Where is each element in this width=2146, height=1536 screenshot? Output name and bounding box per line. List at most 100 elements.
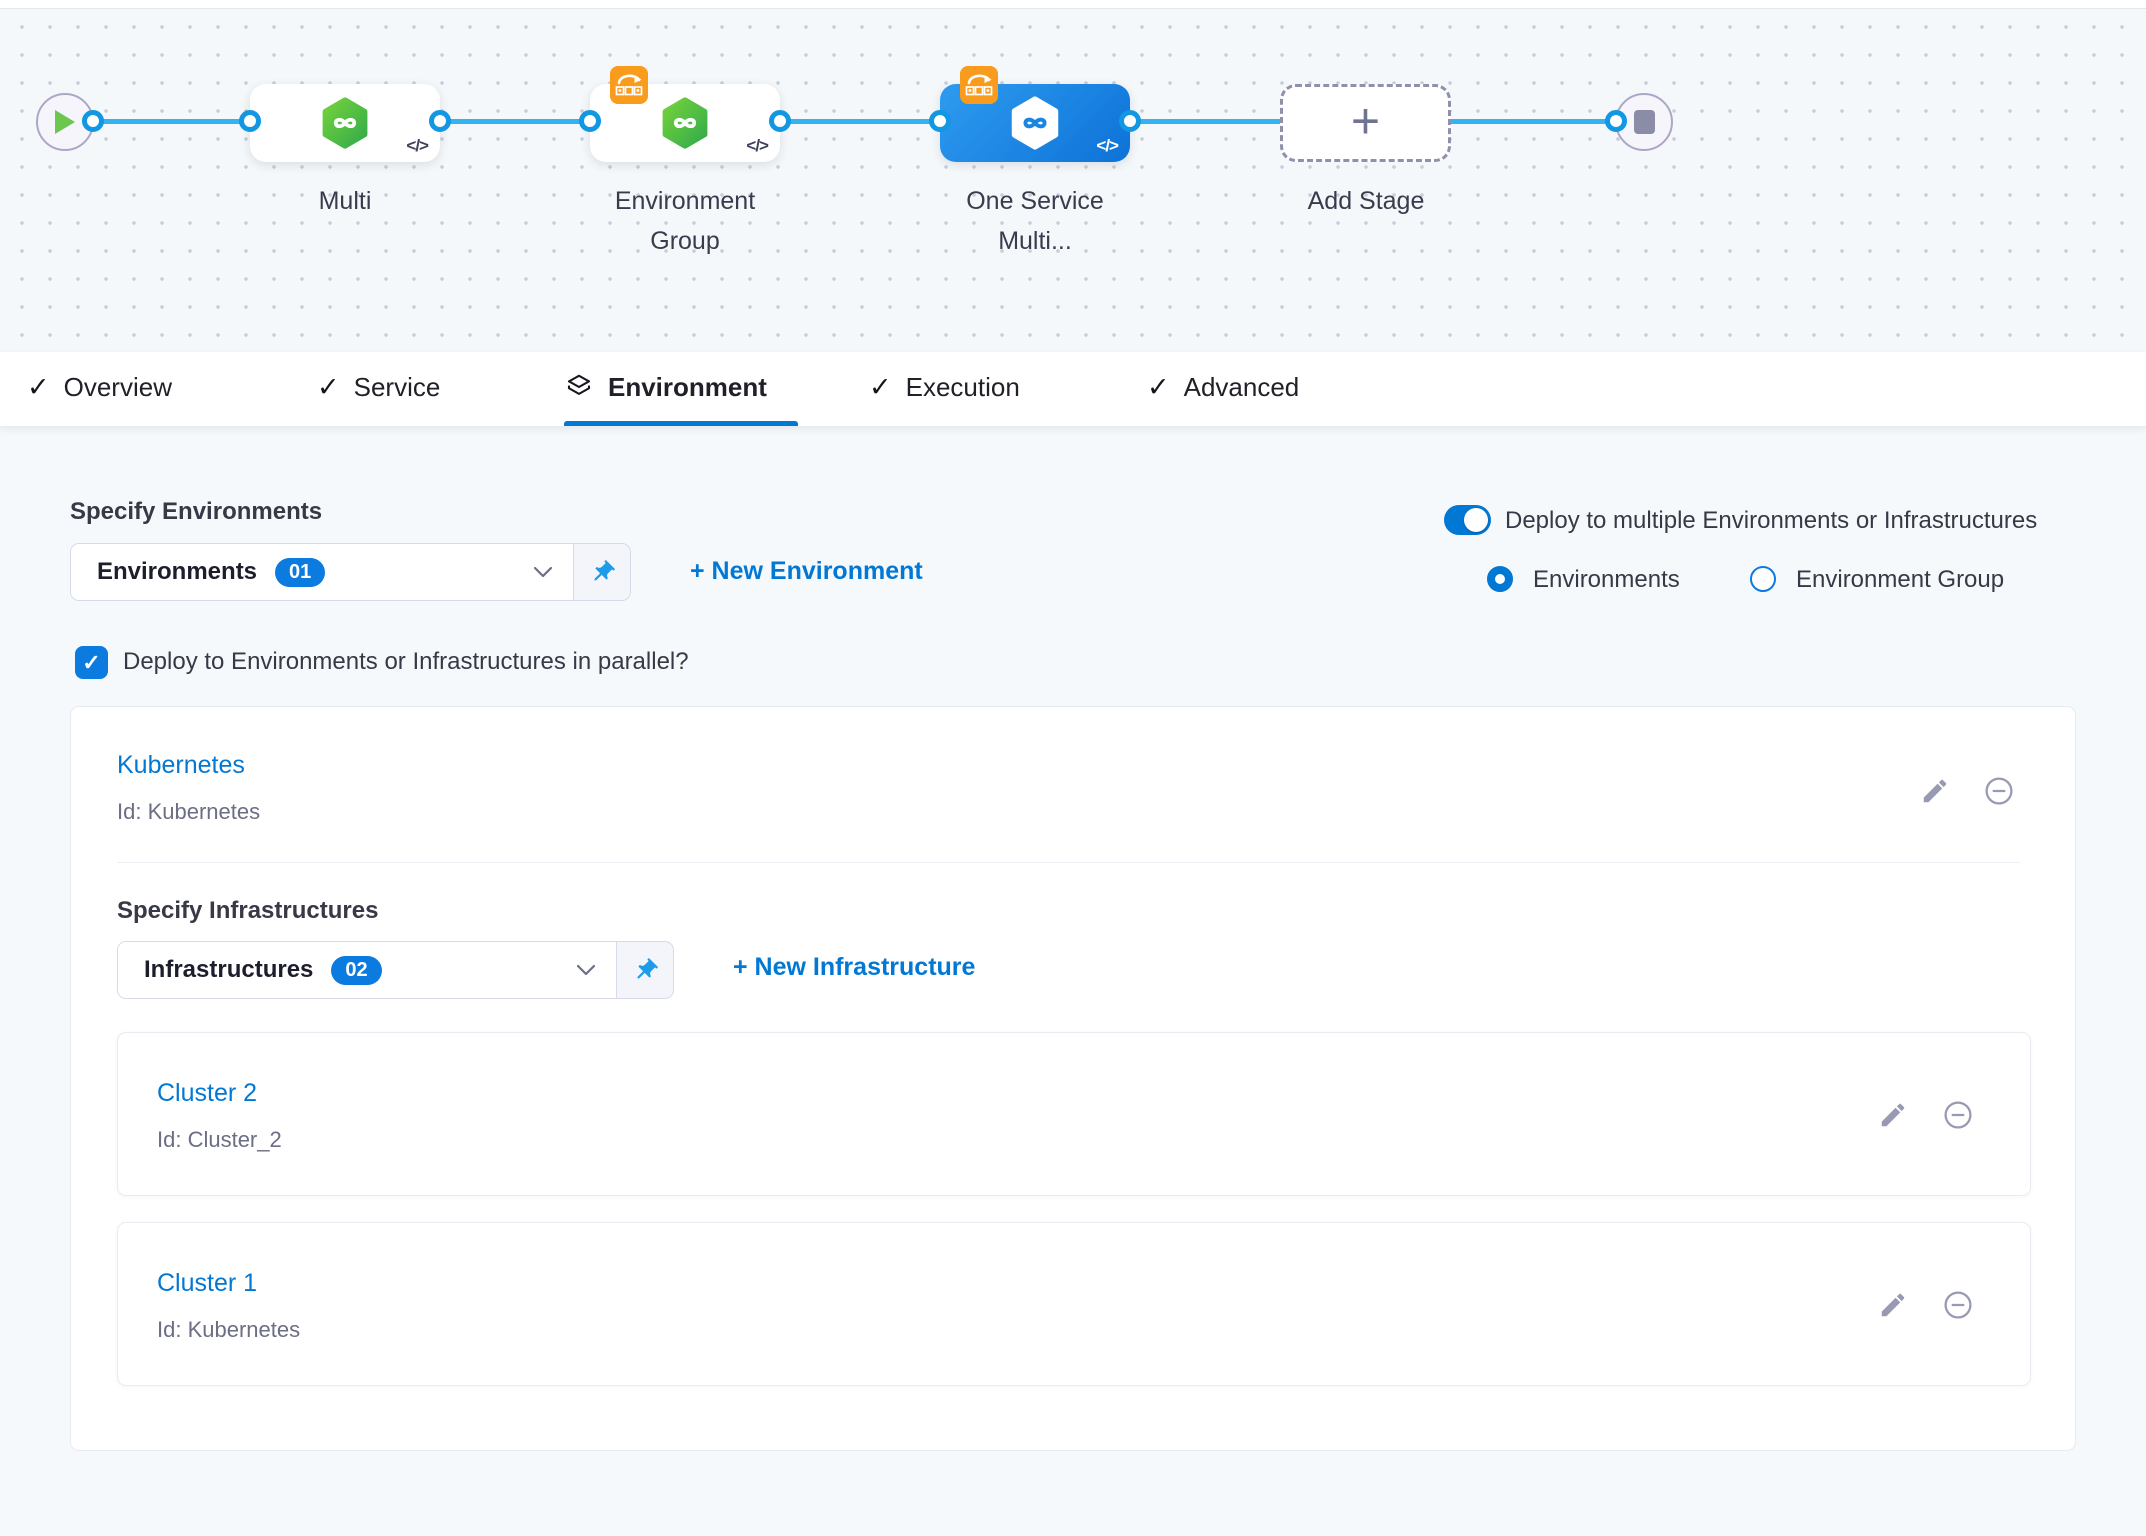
stage-node-label: Environment Group [614,187,756,255]
tab-label: Environment [608,371,767,402]
environment-card: Kubernetes Id: Kubernetes Specify Infras… [70,706,2076,1451]
specify-infrastructures-label: Specify Infrastructures [117,897,379,924]
check-icon: ✓ [1147,371,1170,402]
radio-environment-group-label: Environment Group [1796,566,2005,593]
plus-icon: + [1350,92,1381,149]
specify-environments-label: Specify Environments [70,498,323,525]
infrastructure-card: Cluster 2 Id: Cluster_2 [117,1032,2031,1196]
tab-overview[interactable]: ✓ Overview [27,352,172,422]
stage-node-one-service-multi[interactable]: </> [940,66,1130,162]
code-icon[interactable]: </> [406,136,429,155]
divider [117,862,2020,863]
radio-environments-label: Environments [1533,566,1680,593]
deploy-parallel-checkbox[interactable]: ✓ [75,646,108,679]
add-stage-button[interactable]: + [1280,84,1451,162]
node-port[interactable] [579,110,601,132]
environments-select-group: Environments 01 [70,543,631,601]
node-port[interactable] [239,110,261,132]
stage-node-label: Multi [318,187,372,215]
play-icon [55,110,75,134]
stage-node-label: Add Stage [1307,187,1425,215]
pencil-icon [1923,779,1947,803]
tab-label: Execution [905,371,1020,402]
stage-node-label: One Service Multi... [966,187,1104,255]
pencil-icon [1881,1293,1905,1317]
tab-label: Advanced [1183,371,1300,402]
edit-infrastructure-button[interactable] [1876,1288,1910,1322]
remove-infrastructure-button[interactable] [1941,1288,1975,1322]
infrastructure-id: Id: Cluster_2 [157,1127,282,1152]
rolling-deployment-icon [610,66,648,104]
node-port[interactable] [929,110,951,132]
environment-icon [567,374,591,395]
pin-infrastructures-button[interactable] [617,942,673,998]
pin-environments-button[interactable] [574,544,630,600]
radio-environment-group[interactable] [1750,566,1776,592]
cd-stage-icon [1011,96,1059,150]
minus-circle-icon [1944,1291,1972,1319]
stage-node-multi[interactable]: </> [250,84,440,162]
environment-tab-panel: Specify Environments Environments 01 + N… [0,427,2146,1536]
code-icon[interactable]: </> [746,136,769,155]
toggle-knob [1464,508,1488,532]
remove-infrastructure-button[interactable] [1941,1098,1975,1132]
environments-select[interactable]: Environments 01 [71,544,574,600]
infrastructures-count-badge: 02 [331,955,382,985]
infrastructures-select-group: Infrastructures 02 [117,941,674,999]
infrastructure-card: Cluster 1 Id: Kubernetes [117,1222,2031,1386]
connector-line [1130,119,1280,124]
cd-stage-icon [322,97,368,149]
check-icon: ✓ [27,371,50,402]
node-port[interactable] [769,110,791,132]
stage-config-tabs: ✓ Overview ✓ Service Environment ✓ Execu… [0,352,2146,427]
tab-service[interactable]: ✓ Service [317,352,440,422]
tab-label: Service [353,371,441,402]
edit-infrastructure-button[interactable] [1876,1098,1910,1132]
environment-name-link[interactable]: Kubernetes [117,751,245,779]
new-environment-link[interactable]: + New Environment [690,557,923,585]
connector-line [1451,119,1616,124]
node-port[interactable] [429,110,451,132]
pin-icon [637,957,658,978]
tab-advanced[interactable]: Advanced ✓ Advanced [1147,352,1299,422]
new-infrastructure-link[interactable]: + New Infrastructure [733,953,976,981]
check-icon: ✓ [317,371,340,402]
infrastructures-select-value: Infrastructures [144,956,314,983]
stop-icon [1633,110,1655,134]
infrastructures-select[interactable]: Infrastructures 02 [118,942,617,998]
tab-environment[interactable]: Environment [564,352,767,422]
edit-environment-button[interactable] [1918,774,1952,808]
cd-stage-icon [662,97,708,149]
tab-execution[interactable]: ✓ Execution [869,352,1020,422]
active-tab-underline [564,421,798,426]
infrastructure-name-link[interactable]: Cluster 2 [157,1079,258,1107]
infrastructure-name-link[interactable]: Cluster 1 [157,1269,258,1297]
connector-line [780,119,940,124]
node-port[interactable] [1605,110,1627,132]
remove-environment-button[interactable] [1982,774,2016,808]
environments-select-value: Environments [97,558,258,585]
multi-deploy-toggle-label: Deploy to multiple Environments or Infra… [1505,507,2038,534]
environment-id: Id: Kubernetes [117,799,261,824]
connector-line [93,119,250,124]
deploy-parallel-checkbox-label: Deploy to Environments or Infrastructure… [123,648,689,675]
radio-environments[interactable] [1487,566,1513,592]
rolling-deployment-icon [960,66,998,104]
connector-line [440,119,590,124]
tab-label: Overview [63,371,172,402]
multi-deploy-toggle[interactable] [1444,505,1491,535]
check-icon: ✓ [82,649,101,675]
node-port[interactable] [1119,110,1141,132]
pipeline-canvas[interactable]: </> </> [0,8,2146,352]
pin-icon [594,559,615,580]
environments-count-badge: 01 [275,557,326,587]
check-icon: ✓ [869,371,892,402]
code-icon[interactable]: </> [1096,136,1119,155]
pencil-icon [1881,1103,1905,1127]
minus-circle-icon [1944,1101,1972,1129]
minus-circle-icon [1985,777,2013,805]
chevron-down-icon [576,964,596,976]
stage-node-environment-group[interactable]: </> [590,66,780,162]
node-port[interactable] [82,110,104,132]
